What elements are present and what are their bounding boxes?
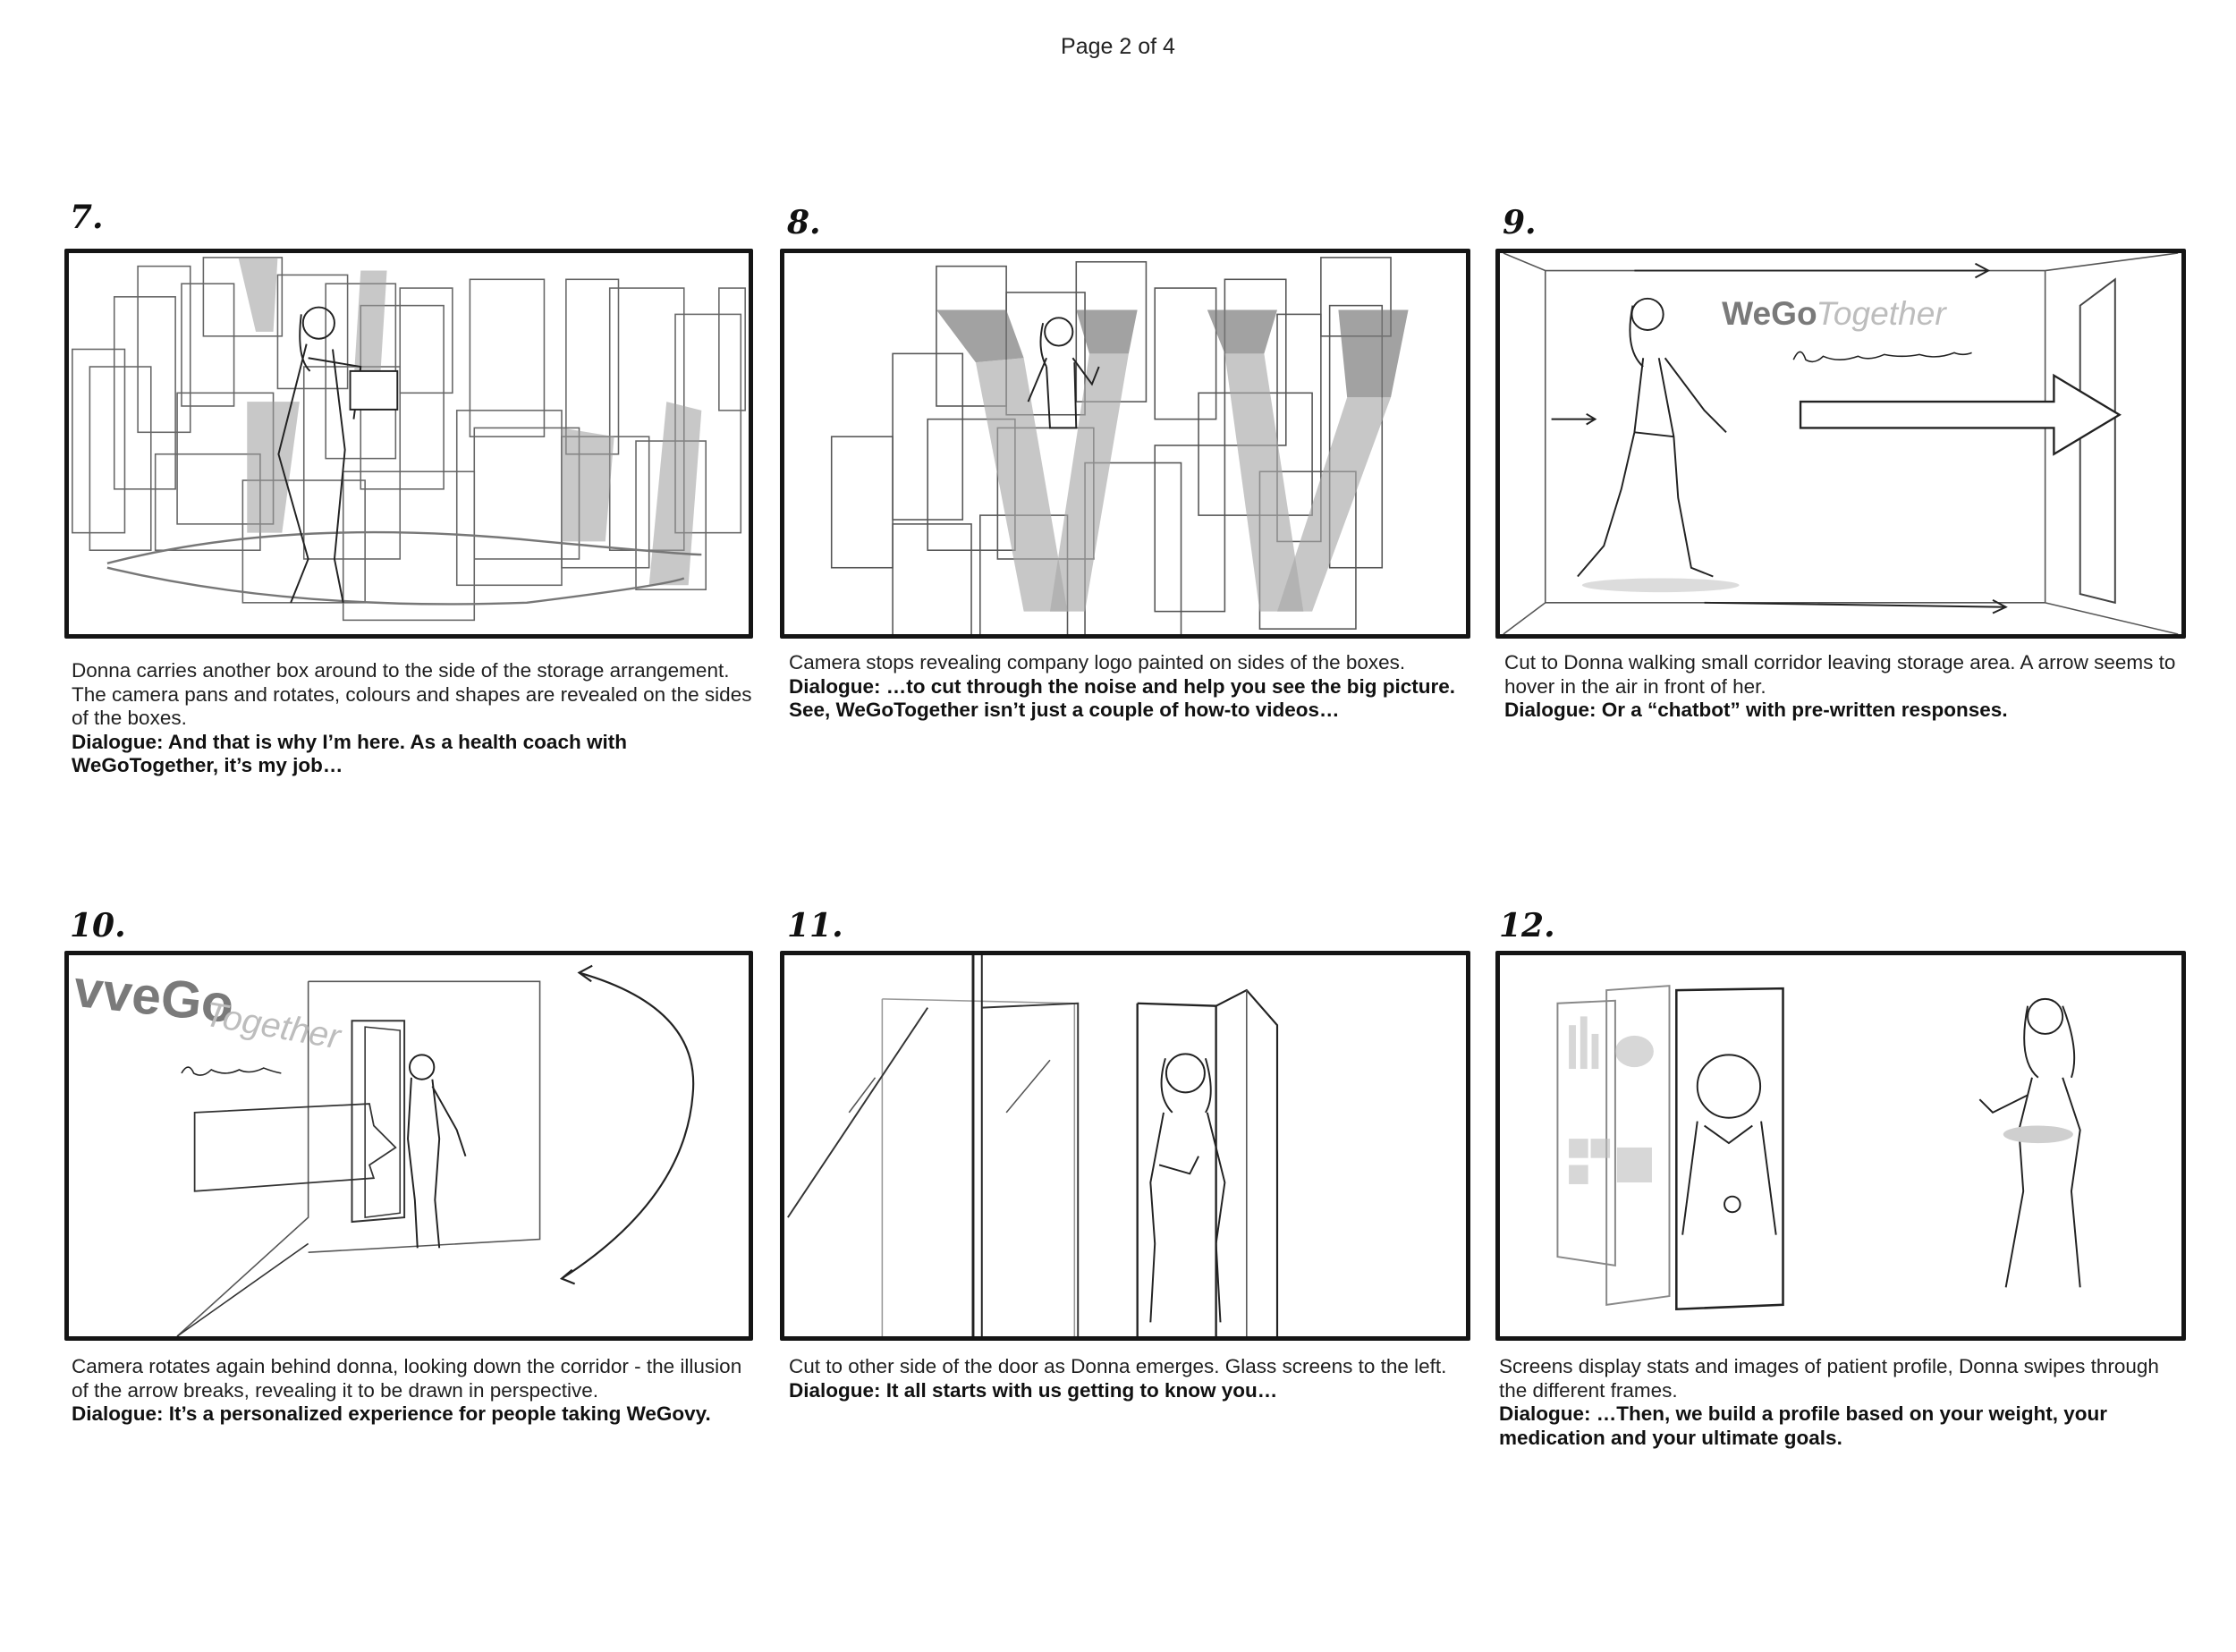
sketch-logo-boxes [830, 257, 1409, 634]
panel-number: 10. [70, 907, 126, 945]
logo-text-light: Together [202, 995, 345, 1057]
panel-dialogue: Dialogue: …to cut through the noise and … [789, 674, 1456, 722]
panel-dialogue: Dialogue: …Then, we build a profile base… [1499, 1402, 2108, 1449]
panel-dialogue: Dialogue: It all starts with us getting … [789, 1378, 1278, 1402]
panel-caption: Donna carries another box around to the … [72, 659, 760, 778]
panel-frame [780, 951, 1470, 1341]
panel-caption: Cut to Donna walking small corridor leav… [1504, 651, 2184, 723]
panel-number: 11. [787, 907, 843, 945]
panel-frame [64, 249, 753, 639]
panel-description: Screens display stats and images of pati… [1499, 1355, 2159, 1402]
panel-number: 12. [1499, 907, 1555, 945]
panel-description: Donna carries another box around to the … [72, 659, 752, 729]
panel-frame [1495, 951, 2186, 1341]
panel-caption: Screens display stats and images of pati… [1499, 1355, 2188, 1450]
logo-text-light: Together [1817, 294, 1948, 332]
sketch-corridor-arrow: WeGo Together [1503, 253, 2179, 634]
panel-caption: Camera rotates again behind donna, looki… [72, 1355, 760, 1427]
sketch-rotate-behind: vveGo Together [71, 960, 695, 1336]
sketch-profile-screens [1556, 985, 2081, 1311]
panel-frame: vveGo Together [64, 951, 753, 1341]
sketch-door-emerge [787, 955, 1279, 1336]
panel-dialogue: Dialogue: Or a “chatbot” with pre-writte… [1504, 699, 2008, 721]
panel-description: Cut to other side of the door as Donna e… [789, 1355, 1447, 1377]
panel-number: 9. [1503, 204, 1537, 241]
panel-caption: Cut to other side of the door as Donna e… [789, 1355, 1478, 1402]
panel-description: Camera stops revealing company logo pain… [789, 651, 1406, 674]
sketch-storage-boxes [72, 257, 746, 622]
panel-number: 8. [787, 204, 821, 241]
panel-number: 7. [70, 199, 104, 236]
panel-caption: Camera stops revealing company logo pain… [789, 651, 1478, 723]
panel-dialogue: Dialogue: It’s a personalized experience… [72, 1402, 711, 1425]
page-number: Page 2 of 4 [1061, 34, 1175, 59]
panel-description: Cut to Donna walking small corridor leav… [1504, 651, 2176, 698]
panel-description: Camera rotates again behind donna, looki… [72, 1355, 742, 1402]
logo-text-bold: WeGo [1722, 294, 1817, 332]
panel-frame [780, 249, 1470, 639]
panel-frame: WeGo Together [1495, 249, 2186, 639]
panel-dialogue: Dialogue: And that is why I’m here. As a… [72, 730, 627, 777]
